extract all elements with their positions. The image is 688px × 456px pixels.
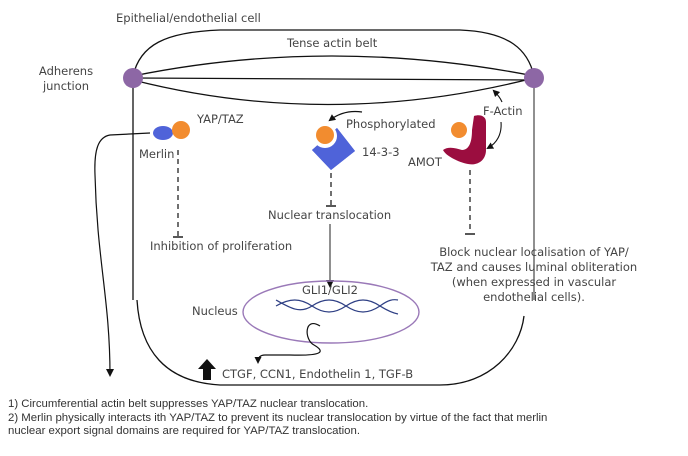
gli-label: GLI1/GLI2: [302, 283, 358, 297]
merlin-shape: [153, 126, 173, 140]
protein-14-3-3-label: 14-3-3: [362, 145, 400, 159]
phospho-yap-shape: [316, 126, 334, 144]
f-actin-label: F-Actin: [483, 104, 523, 118]
nuclear-translocation-label: Nuclear translocation: [268, 208, 391, 222]
protein-14-3-3-cup: [312, 128, 355, 170]
adherens-junction-label-1: Adherens: [39, 64, 93, 78]
nucleus: [242, 280, 420, 344]
actin-belt-upper: [132, 55, 535, 77]
block-nuclear-label-3: (when expressed in vascular: [452, 275, 617, 289]
adherens-junction-left: [123, 68, 143, 88]
adherens-junction-label-2: junction: [42, 79, 89, 93]
yap-taz-label: YAP/TAZ: [196, 112, 244, 126]
f-actin-arrow-down: [486, 121, 502, 149]
block-nuclear-label-4: endothelial cells).: [483, 290, 585, 304]
footnote-1: 1) Circumferential actin belt suppresses…: [8, 398, 369, 410]
tense-actin-belt-label: Tense actin belt: [286, 36, 378, 50]
amot-label: AMOT: [408, 155, 443, 169]
merlin-label: Merlin: [139, 147, 174, 161]
actin-belt-lower: [132, 77, 535, 106]
amot-shape: [443, 115, 486, 165]
dna-strand-1: [275, 299, 399, 315]
nucleus-label: Nucleus: [192, 304, 238, 318]
amot-yap-shape: [451, 122, 467, 138]
adherens-junction-right: [524, 68, 544, 88]
merlin-export-arrow: [94, 132, 151, 377]
yap-taz-shape: [172, 121, 190, 139]
block-nuclear-label-2: TAZ and causes luminal obliteration: [430, 260, 637, 274]
inhibition-of-proliferation-label: Inhibition of proliferation: [150, 239, 292, 253]
upregulation-arrow-icon: [198, 359, 216, 380]
footnotes: 1) Circumferential actin belt suppresses…: [8, 398, 680, 439]
dna-strand-2: [275, 299, 399, 313]
phosphorylation-arrow: [328, 110, 363, 122]
cell-title: Epithelial/endothelial cell: [116, 11, 261, 25]
target-genes-label: CTGF, CCN1, Endothelin 1, TGF-B: [222, 367, 413, 381]
footnote-3: nuclear export signal domains are requir…: [8, 425, 361, 438]
cell-membrane: [132, 29, 535, 77]
block-nuclear-label-1: Block nuclear localisation of YAP/: [439, 245, 629, 259]
footnote-2: 2) Merlin physically interacts ith YAP/T…: [8, 411, 548, 424]
actin-belt-middle: [132, 77, 535, 81]
transcription-arrow: [254, 323, 321, 364]
f-actin-arrow-up: [492, 89, 503, 103]
phosphorylated-label: Phosphorylated: [346, 117, 436, 131]
cell-membrane-bottom: [136, 299, 525, 386]
